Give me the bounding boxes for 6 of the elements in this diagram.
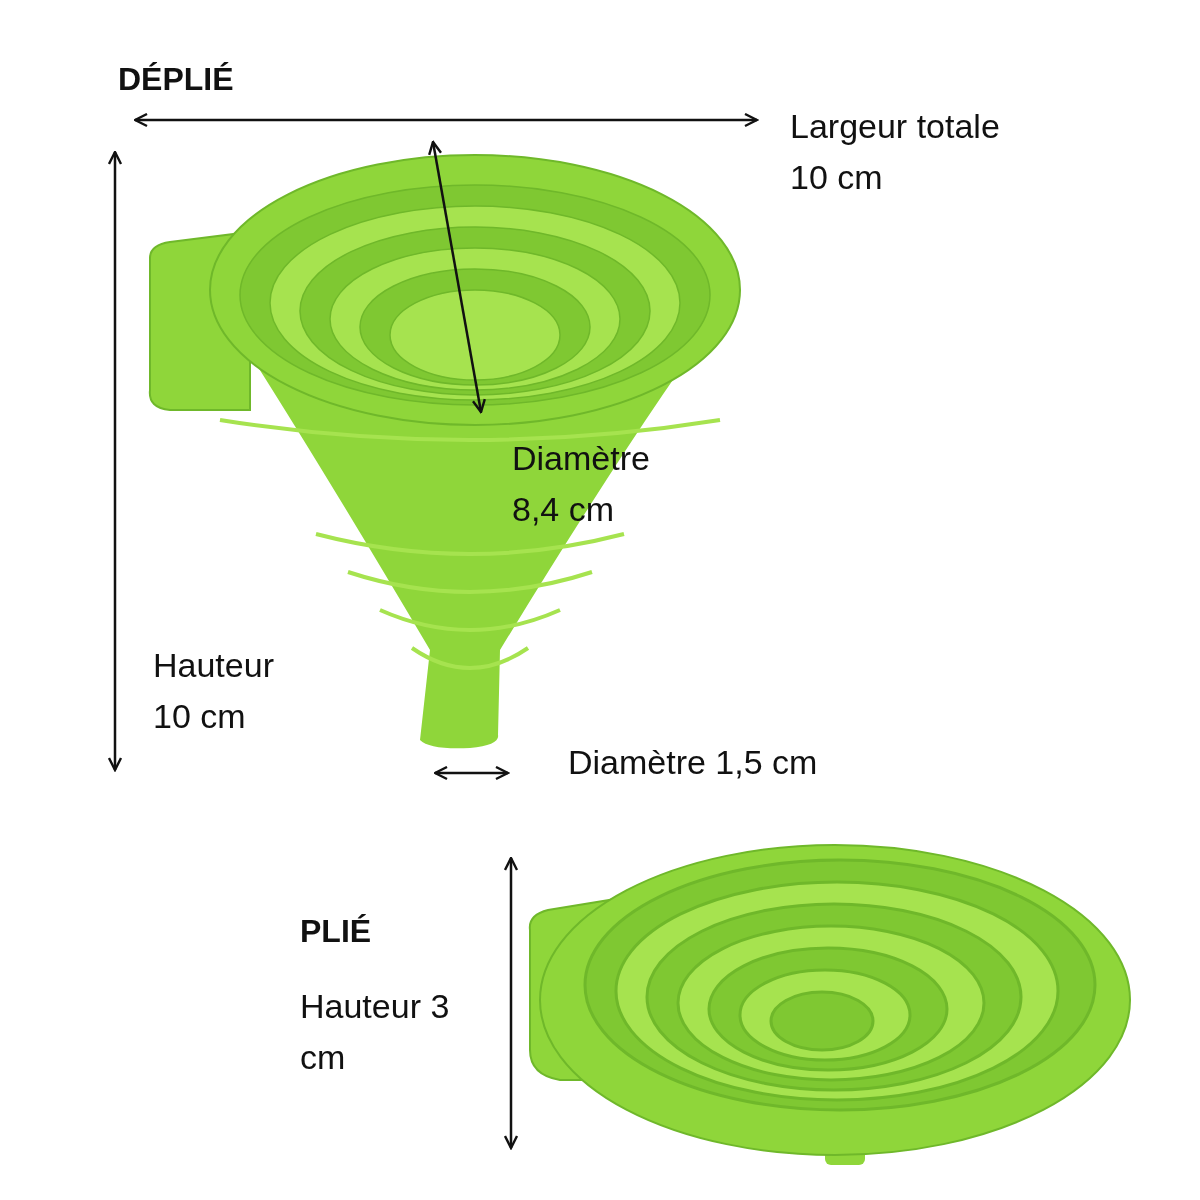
dimension-label: Largeur totale 10 cm (790, 106, 1001, 198)
heading: PLIÉ (300, 912, 373, 951)
dimension-label: Diamètre 1,5 cm (568, 742, 819, 783)
dimension-label: Hauteur 3 cm (300, 986, 450, 1078)
heading: DÉPLIÉ (118, 60, 235, 99)
dimension-label: Hauteur 10 cm (153, 645, 275, 737)
